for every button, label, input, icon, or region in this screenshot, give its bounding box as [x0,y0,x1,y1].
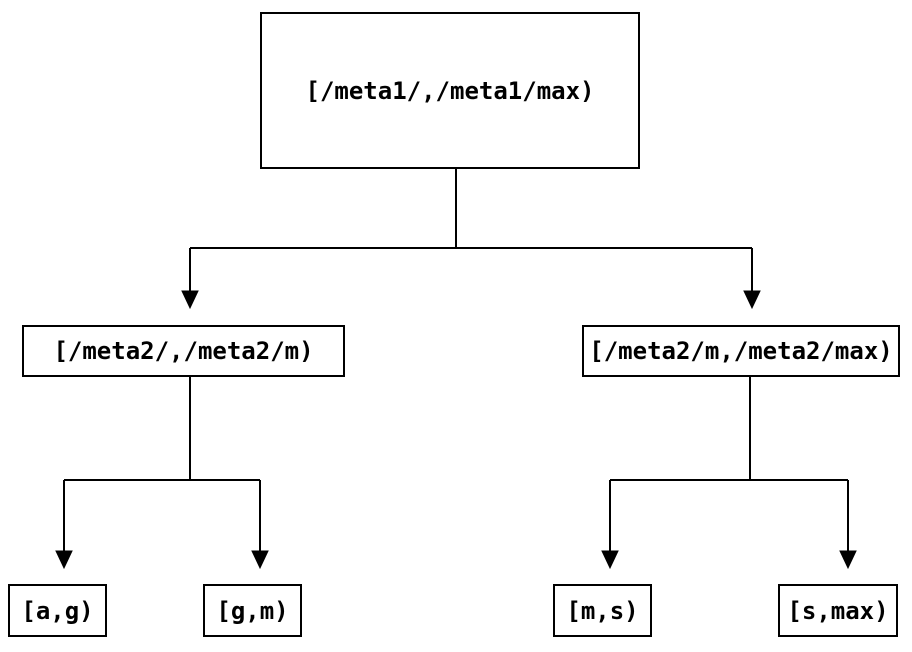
edge-right-trunk-line [609,377,849,552]
node-root: [/meta1/,/meta1/max) [260,12,640,169]
arrowhead-down-icon [55,550,73,570]
arrowhead-down-icon [251,550,269,570]
node-leaf-g-m: [g,m) [203,584,302,637]
node-leaf-a-g-label: [a,g) [21,596,94,625]
arrowhead-down-icon [601,550,619,570]
edge-root-to-children [181,169,761,310]
arrowhead-down-icon [743,290,761,310]
node-leaf-g-m-label: [g,m) [216,596,289,625]
edge-left-child-to-leaves [55,377,269,570]
node-root-label: [/meta1/,/meta1/max) [305,76,595,105]
edge-right-child-to-leaves [601,377,857,570]
arrowhead-down-icon [839,550,857,570]
node-leaf-s-max: [s,max) [778,584,898,637]
node-meta2-low: [/meta2/,/meta2/m) [22,325,345,377]
node-meta2-high: [/meta2/m,/meta2/max) [582,325,900,377]
edge-root-trunk-line [189,169,753,293]
node-leaf-s-max-label: [s,max) [787,596,889,625]
arrowhead-down-icon [181,290,199,310]
node-meta2-high-label: [/meta2/m,/meta2/max) [589,337,893,365]
node-meta2-low-label: [/meta2/,/meta2/m) [53,337,314,365]
node-leaf-a-g: [a,g) [8,584,107,637]
node-leaf-m-s: [m,s) [553,584,652,637]
node-leaf-m-s-label: [m,s) [566,596,639,625]
edge-left-trunk-line [63,377,261,552]
